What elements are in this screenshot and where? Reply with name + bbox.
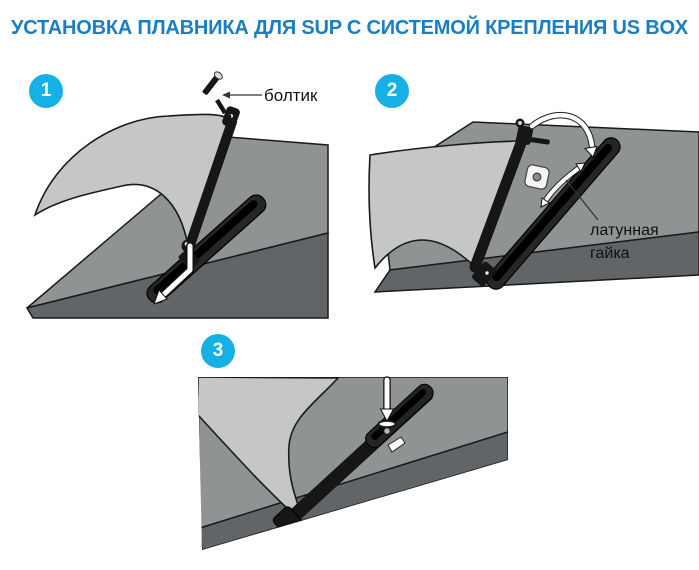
brass-nut	[524, 164, 550, 190]
fin-base	[469, 118, 550, 287]
callout-line-nut	[565, 179, 599, 221]
board-side-face	[373, 231, 699, 293]
fin	[198, 377, 340, 520]
us-box-slot	[486, 137, 621, 290]
page-title: УСТАНОВКА ПЛАВНИКА ДЛЯ SUP С СИСТЕМОЙ КР…	[10, 17, 689, 39]
callout-line-boltik	[222, 91, 262, 99]
slide-arrow	[153, 242, 194, 305]
step-1-illustration	[25, 71, 329, 319]
step-1-badge: 1	[29, 74, 63, 108]
bolt	[202, 71, 232, 124]
bolt-head	[383, 427, 391, 435]
fin-tab	[515, 125, 534, 145]
rotate-arrow	[528, 111, 598, 158]
us-box-slot	[146, 194, 267, 304]
step-3-badge: 3	[201, 334, 235, 368]
insert-arrow-head	[223, 114, 232, 124]
nut-slide-arrow	[540, 162, 586, 208]
callout-brass-nut: латунная гайка	[590, 222, 659, 263]
callout-boltik: болтик	[264, 86, 318, 105]
step-2-badge: 2	[375, 74, 409, 108]
step-3-illustration	[198, 376, 508, 550]
insert-arrow-shaft	[215, 98, 227, 115]
fin-pin	[471, 261, 497, 287]
tab-crossbar	[529, 137, 550, 145]
step-2-illustration	[368, 111, 699, 293]
brass-nut-in-slot	[387, 436, 406, 453]
press-arrow	[379, 376, 395, 423]
